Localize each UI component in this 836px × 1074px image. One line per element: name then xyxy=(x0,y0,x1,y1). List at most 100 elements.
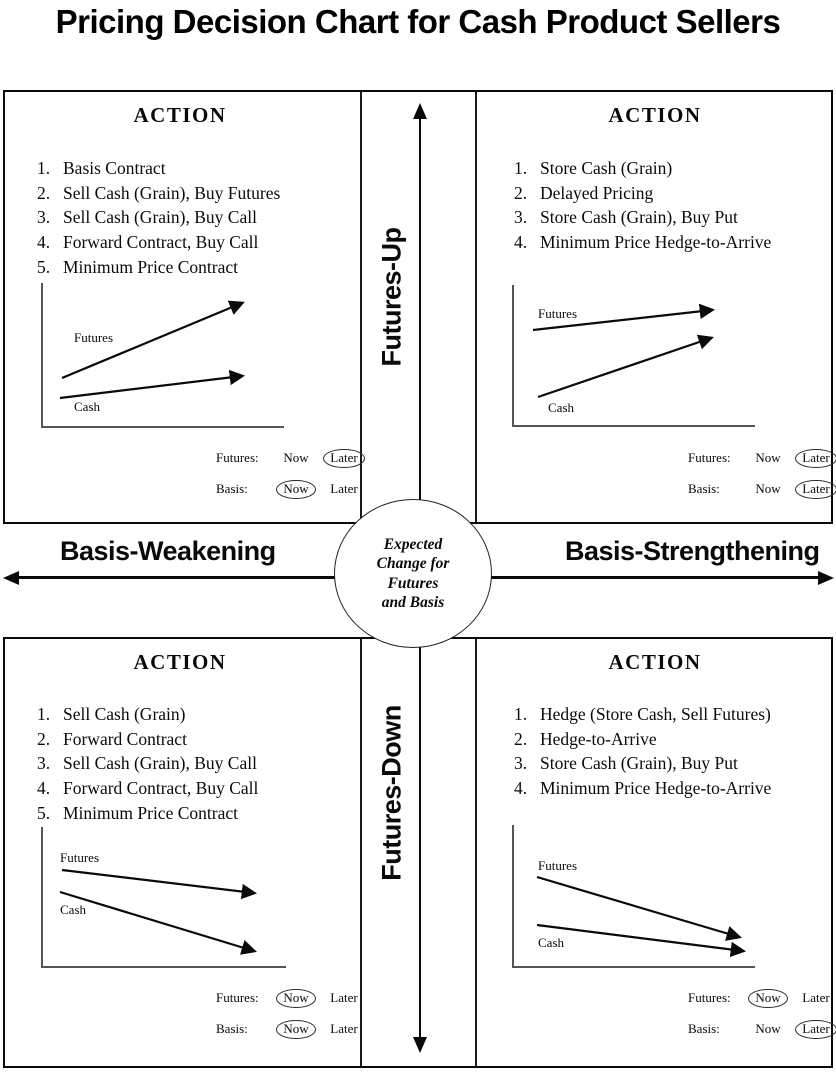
basis-strengthening-arrowhead-icon xyxy=(818,570,834,585)
action-item: 3.Sell Cash (Grain), Buy Call xyxy=(37,205,280,230)
basis-now-option: Now xyxy=(755,480,781,496)
bottom-left-action-list: 1.Sell Cash (Grain) 2.Forward Contract 3… xyxy=(37,702,258,826)
item-number: 5. xyxy=(37,256,51,277)
top-right-indicators: Futures: Now Later Basis: Now Later xyxy=(688,448,836,510)
item-number: 1. xyxy=(514,158,528,178)
futures-indicator-label: Futures: xyxy=(688,450,731,465)
item-label: Delayed Pricing xyxy=(540,182,654,203)
chart-axes xyxy=(41,283,284,428)
futures-now-option: Now xyxy=(755,449,781,465)
action-item: 1. Hedge (Store Cash, Sell Futures) xyxy=(514,702,771,727)
bottom-left-indicators: Futures: Now Later Basis: Now Later xyxy=(216,988,368,1050)
basis-now-option-circled: Now xyxy=(272,479,320,499)
item-label: Basis Contract xyxy=(63,158,166,178)
item-number: 2. xyxy=(514,728,528,749)
cash-line-label: Cash xyxy=(60,902,87,917)
center-circle-line4: and Basis xyxy=(381,594,445,611)
item-label: Sell Cash (Grain) xyxy=(63,704,186,724)
top-left-futures-cash-chart: Futures Cash xyxy=(41,283,284,428)
basis-indicator-row: Basis: Now Later xyxy=(688,479,836,499)
basis-weakening-arrowhead-icon xyxy=(3,570,19,585)
futures-indicator-label: Futures: xyxy=(216,990,259,1005)
futures-indicator-label: Futures: xyxy=(688,990,731,1005)
futures-indicator-row: Futures: Now Later xyxy=(216,988,368,1008)
top-left-indicators: Futures: Now Later Basis: Now Later xyxy=(216,448,368,510)
action-item: 3.Store Cash (Grain), Buy Put xyxy=(514,751,771,776)
top-right-column-divider xyxy=(475,92,477,522)
futures-now-option: Now xyxy=(283,449,309,465)
top-quadrants-box xyxy=(3,90,833,524)
cash-line-label: Cash xyxy=(74,399,101,414)
basis-now-option: Now xyxy=(755,1020,781,1036)
bottom-left-futures-cash-chart: Futures Cash xyxy=(41,827,286,968)
item-label: Minimum Price Contract xyxy=(63,802,238,823)
futures-indicator-row: Futures: Now Later xyxy=(688,988,836,1008)
basis-indicator-label: Basis: xyxy=(688,481,720,496)
futures-up-arrowhead-icon xyxy=(413,103,427,119)
bottom-right-indicators: Futures: Now Later Basis: Now Later xyxy=(688,988,836,1050)
futures-indicator-row: Futures: Now Later xyxy=(216,448,368,468)
futures-later-option: Later xyxy=(330,989,358,1005)
bottom-right-action-list: 1. Hedge (Store Cash, Sell Futures) 2.Hed… xyxy=(514,702,771,801)
item-label: Hedge (Store Cash, Sell Futures) xyxy=(540,704,771,724)
item-number: 1. xyxy=(37,704,51,724)
item-number: 4. xyxy=(514,778,528,799)
basis-later-option: Later xyxy=(330,480,358,496)
futures-up-axis-label: Futures-Up xyxy=(376,227,407,367)
basis-now-option-circled: Now xyxy=(272,1019,320,1039)
top-right-action-list: 1.Store Cash (Grain) 2. Delayed Pricing 3… xyxy=(514,156,771,255)
item-number: 3. xyxy=(37,207,51,228)
item-number: 1. xyxy=(37,158,51,178)
basis-indicator-label: Basis: xyxy=(688,1021,720,1036)
action-item: 1. Sell Cash (Grain) xyxy=(37,702,258,727)
action-item: 2.Hedge-to-Arrive xyxy=(514,727,771,752)
futures-down-axis-label: Futures-Down xyxy=(376,705,407,881)
item-number: 4. xyxy=(37,778,51,799)
futures-indicator-label: Futures: xyxy=(216,450,259,465)
action-item: 4. Minimum Price Hedge-to-Arrive xyxy=(514,776,771,801)
futures-line xyxy=(532,303,716,332)
futures-now-option-circled: Now xyxy=(744,988,792,1008)
basis-indicator-row: Basis: Now Later xyxy=(216,1019,368,1039)
action-item: 1. Basis Contract xyxy=(37,156,280,181)
center-circle-line2: Change for xyxy=(376,555,450,572)
cash-line-label: Cash xyxy=(538,935,565,950)
action-item: 3.Sell Cash (Grain), Buy Call xyxy=(37,751,258,776)
cash-line xyxy=(59,890,257,955)
basis-later-option-circled: Later xyxy=(792,1019,836,1039)
futures-down-arrow-shaft xyxy=(418,640,422,1038)
item-label: Minimum Price Hedge-to-Arrive xyxy=(540,778,772,799)
item-number: 4. xyxy=(37,232,51,253)
action-item: 4.Forward Contract, Buy Call xyxy=(37,776,258,801)
futures-line xyxy=(61,300,245,380)
item-number: 2. xyxy=(37,182,51,203)
futures-later-option-circled: Later xyxy=(320,448,368,468)
action-item: 3.Store Cash (Grain), Buy Put xyxy=(514,205,771,230)
futures-indicator-row: Futures: Now Later xyxy=(688,448,836,468)
item-number: 1. xyxy=(514,704,528,724)
basis-indicator-row: Basis: Now Later xyxy=(216,479,368,499)
basis-indicator-label: Basis: xyxy=(216,481,248,496)
top-left-action-heading: ACTION xyxy=(133,103,227,127)
action-item: 2. Delayed Pricing xyxy=(514,181,771,206)
bottom-right-futures-cash-chart: Futures Cash xyxy=(512,825,755,968)
top-left-column-divider xyxy=(360,92,362,522)
item-number: 5. xyxy=(37,802,51,823)
center-expected-change-circle: Expected Change for Futures and Basis xyxy=(334,499,492,648)
action-item: 4.Minimum Price Hedge-to-Arrive xyxy=(514,230,771,255)
futures-line-label: Futures xyxy=(60,850,99,865)
basis-later-option: Later xyxy=(330,1020,358,1036)
action-item: 1.Store Cash (Grain) xyxy=(514,156,771,181)
item-label: Sell Cash (Grain), Buy Futures xyxy=(63,182,281,203)
basis-later-option-circled: Later xyxy=(792,479,836,499)
chart-axes xyxy=(41,827,286,968)
futures-down-arrowhead-icon xyxy=(413,1037,427,1053)
center-circle-line3: Futures xyxy=(387,574,439,592)
bottom-left-column-divider xyxy=(360,639,362,1066)
item-label: Store Cash (Grain), Buy Put xyxy=(540,207,738,228)
cash-line xyxy=(536,923,747,958)
bottom-quadrants-box xyxy=(3,637,833,1068)
item-number: 2. xyxy=(514,182,528,203)
futures-line xyxy=(61,868,258,900)
bottom-left-action-heading: ACTION xyxy=(133,650,227,674)
